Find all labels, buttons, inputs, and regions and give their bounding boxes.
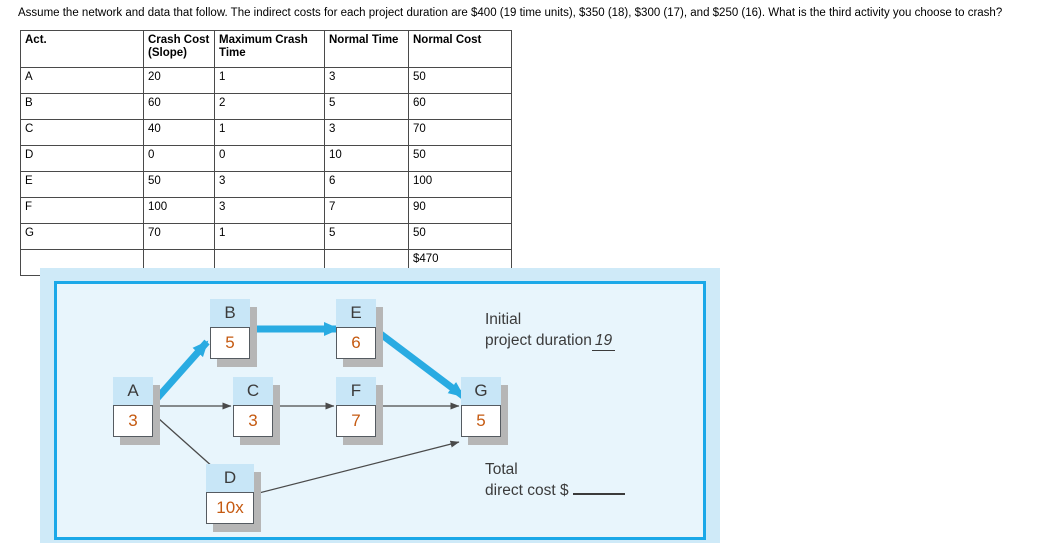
crash-data-table: Act. Crash Cost (Slope) Maximum Crash Ti… — [20, 30, 512, 276]
total-cost-input-blank[interactable] — [572, 493, 625, 495]
cell-max-crash-time: 2 — [214, 93, 325, 120]
node-duration: 10x — [216, 497, 244, 517]
column-header-normal-time-line1: Normal Time — [329, 34, 399, 46]
column-header-normal-time: Normal Time — [324, 30, 409, 68]
node-duration: 3 — [128, 410, 138, 430]
cell-crash-cost: 70 — [143, 223, 215, 250]
column-header-normal-cost-line1: Normal Cost — [413, 34, 482, 46]
table-header-row: Act. Crash Cost (Slope) Maximum Crash Ti… — [20, 30, 512, 68]
cell-normal-cost: 70 — [408, 119, 512, 146]
edge-a-b-critical — [149, 339, 210, 407]
edge-d-g — [250, 440, 460, 496]
cell-act: E — [20, 171, 144, 198]
cell-act: C — [20, 119, 144, 146]
column-header-max-crash-time-line2: Time — [219, 47, 246, 59]
initial-duration-label-line2: project duration — [485, 332, 592, 349]
column-header-act-line1: Act. — [25, 34, 47, 46]
network-connectors — [148, 322, 466, 496]
cell-act: F — [20, 197, 144, 224]
cell-max-crash-time: 1 — [214, 67, 325, 94]
cell-max-crash-time: 3 — [214, 197, 325, 224]
network-diagram-frame: A 3 B 5 C 3 D 10x — [54, 281, 706, 540]
cell-normal-time: 3 — [324, 67, 409, 94]
activity-node-f[interactable]: F 7 — [336, 377, 383, 445]
cell-normal-cost: 50 — [408, 67, 512, 94]
cell-act: B — [20, 93, 144, 120]
node-duration: 5 — [476, 410, 486, 430]
node-duration: 3 — [248, 410, 258, 430]
column-header-crash-cost: Crash Cost (Slope) — [143, 30, 215, 68]
activity-node-a[interactable]: A 3 — [113, 377, 160, 445]
cell-normal-cost: 100 — [408, 171, 512, 198]
cell-normal-cost: 50 — [408, 223, 512, 250]
cell-max-crash-time: 1 — [214, 119, 325, 146]
node-duration: 5 — [225, 332, 235, 352]
edge-e-g-critical — [375, 329, 466, 399]
cell-normal-cost: 50 — [408, 145, 512, 172]
activity-node-c[interactable]: C 3 — [233, 377, 280, 445]
node-letter: A — [113, 377, 153, 406]
column-header-crash-cost-line2: (Slope) — [148, 47, 187, 59]
cell-normal-time: 3 — [324, 119, 409, 146]
total-direct-cost-annotation: Total direct cost $ — [485, 459, 625, 501]
cell-normal-time: 10 — [324, 145, 409, 172]
cell-normal-cost: 60 — [408, 93, 512, 120]
cell-normal-time: 7 — [324, 197, 409, 224]
currency-symbol: $ — [559, 482, 569, 499]
column-header-max-crash-time-line1: Maximum Crash — [219, 34, 308, 46]
node-letter: G — [461, 377, 501, 406]
initial-duration-value[interactable]: 19 — [591, 332, 616, 351]
activity-node-e[interactable]: E 6 — [336, 299, 383, 367]
cell-normal-time: 5 — [324, 93, 409, 120]
cell-crash-cost: 20 — [143, 67, 215, 94]
cell-act: D — [20, 145, 144, 172]
node-letter: E — [336, 299, 376, 328]
cell-max-crash-time: 0 — [214, 145, 325, 172]
node-duration: 6 — [351, 332, 361, 352]
column-header-normal-cost: Normal Cost — [408, 30, 512, 68]
total-cost-label-line2: direct cost — [485, 482, 556, 499]
cell-normal-time: 5 — [324, 223, 409, 250]
total-cost-label-line1: Total — [485, 461, 518, 478]
node-duration: 7 — [351, 410, 361, 430]
node-letter: C — [233, 377, 273, 406]
cell-max-crash-time: 1 — [214, 223, 325, 250]
column-header-act: Act. — [20, 30, 144, 68]
initial-duration-label-line1: Initial — [485, 311, 522, 328]
cell-act: A — [20, 67, 144, 94]
cell-normal-time: 6 — [324, 171, 409, 198]
cell-normal-cost: 90 — [408, 197, 512, 224]
node-letter: F — [336, 377, 376, 406]
cell-crash-cost: 40 — [143, 119, 215, 146]
node-letter: D — [206, 464, 254, 493]
total-cost-line2: direct cost $ — [485, 480, 625, 501]
network-diagram-canvas: A 3 B 5 C 3 D 10x — [57, 284, 703, 537]
column-header-max-crash-time: Maximum Crash Time — [214, 30, 325, 68]
activity-node-b[interactable]: B 5 — [210, 299, 257, 367]
column-header-crash-cost-line1: Crash Cost — [148, 34, 210, 46]
cell-act: G — [20, 223, 144, 250]
activity-node-g[interactable]: G 5 — [461, 377, 508, 445]
activity-node-d[interactable]: D 10x — [206, 464, 261, 532]
network-diagram-panel: A 3 B 5 C 3 D 10x — [40, 268, 720, 543]
cell-crash-cost: 60 — [143, 93, 215, 120]
cell-crash-cost: 0 — [143, 145, 215, 172]
node-letter: B — [210, 299, 250, 328]
cell-crash-cost: 100 — [143, 197, 215, 224]
cell-crash-cost: 50 — [143, 171, 215, 198]
question-prompt: Assume the network and data that follow.… — [18, 7, 1003, 19]
cell-max-crash-time: 3 — [214, 171, 325, 198]
